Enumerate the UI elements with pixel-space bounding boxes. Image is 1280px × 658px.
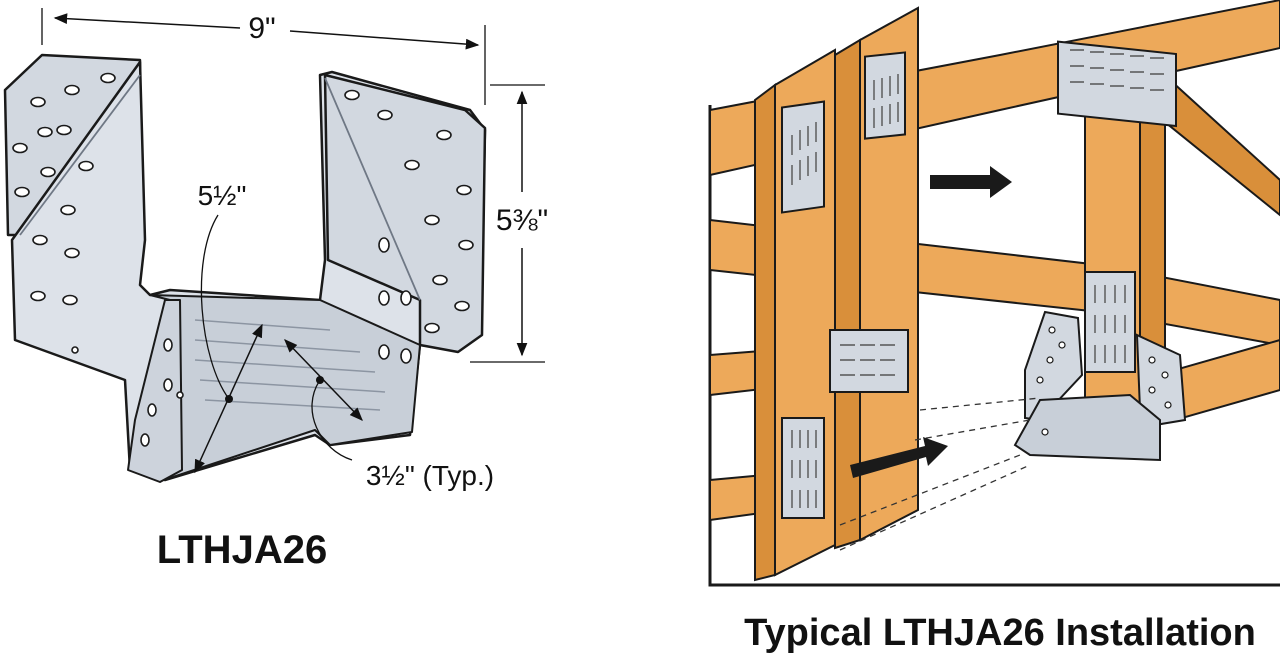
plate-slots xyxy=(791,49,1164,508)
installation-title: Typical LTHJA26 Installation xyxy=(744,612,1256,654)
width-dimension: 9" xyxy=(41,8,486,105)
lthja26-drawing: 9" 5⅜" 5½" 3½" (Typ.) LTHJA26 xyxy=(3,8,548,572)
fold-lines xyxy=(19,74,421,301)
direction-arrows xyxy=(850,166,1012,478)
width-label: 9" xyxy=(248,12,275,45)
seat-dimension: 3½" (Typ.) xyxy=(284,339,494,491)
inner-dimension: 5½" xyxy=(194,180,263,474)
inner-label: 5½" xyxy=(198,180,247,211)
front-post-1-side xyxy=(754,83,776,582)
height-dimension: 5⅜" xyxy=(470,84,548,363)
product-title: LTHJA26 xyxy=(157,528,327,572)
product-drawing-panel: 9" 5⅜" 5½" 3½" (Typ.) LTHJA26 xyxy=(0,0,560,658)
fastener-holes xyxy=(12,72,474,447)
height-label: 5⅜" xyxy=(496,204,548,237)
installation-illustration: Typical LTHJA26 Installation xyxy=(708,0,1280,654)
installation-panel: Typical LTHJA26 Installation xyxy=(700,0,1280,658)
install-guides xyxy=(839,397,1041,551)
installed-hanger xyxy=(1013,310,1187,462)
seat-label: 3½" (Typ.) xyxy=(366,460,494,491)
nail-plates xyxy=(781,40,1177,519)
